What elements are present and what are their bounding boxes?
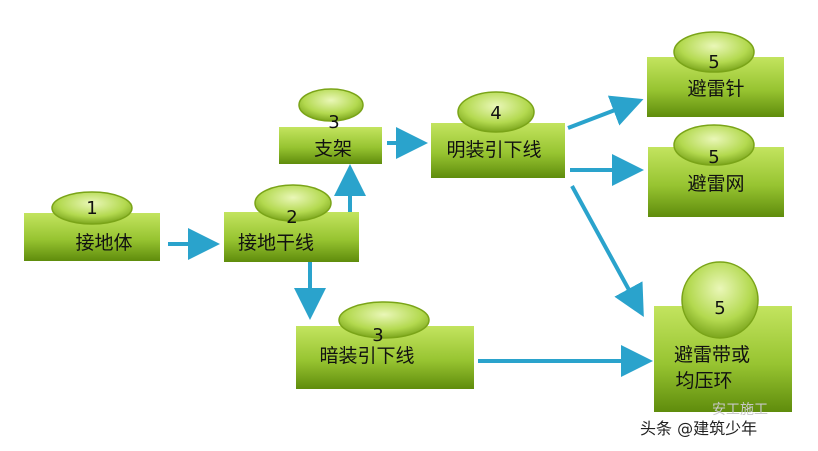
node-number: 1 xyxy=(86,198,97,219)
node-number: 3 xyxy=(328,112,339,133)
node-lightning-belt-or-ring: 5 避雷带或 均压环 xyxy=(654,261,792,412)
node-support-bracket: 3 支架 xyxy=(279,88,382,164)
watermark-text: 头条 @建筑少年 xyxy=(640,419,757,438)
node-label: 暗装引下线 xyxy=(319,345,414,367)
arrows xyxy=(168,95,653,377)
node-label: 支架 xyxy=(314,138,352,160)
node-label: 避雷网 xyxy=(687,173,744,195)
node-label: 避雷针 xyxy=(687,78,744,100)
node-label-line1: 避雷带或 xyxy=(674,344,750,366)
watermark: 安工施工 头条 @建筑少年 xyxy=(640,402,768,438)
node-number: 2 xyxy=(286,207,297,228)
node-number: 5 xyxy=(708,147,719,168)
node-number: 4 xyxy=(490,103,501,124)
node-label: 接地干线 xyxy=(238,232,314,254)
node-grounding-trunk: 2 接地干线 xyxy=(224,184,359,262)
node-concealed-down-conductor: 3 暗装引下线 xyxy=(296,301,474,389)
node-number: 5 xyxy=(714,298,725,319)
node-grounding-body: 1 接地体 xyxy=(24,191,160,261)
node-number: 3 xyxy=(372,325,383,346)
node-number: 5 xyxy=(708,52,719,73)
node-exposed-down-conductor: 4 明装引下线 xyxy=(431,91,565,178)
node-label: 明装引下线 xyxy=(446,139,541,161)
watermark-faint-text: 安工施工 xyxy=(712,402,768,418)
node-label: 接地体 xyxy=(75,232,132,254)
node-lightning-rod: 5 避雷针 xyxy=(647,31,784,117)
node-lightning-net: 5 避雷网 xyxy=(648,124,784,217)
arrow-4-to-belt xyxy=(570,185,644,318)
node-label-line2: 均压环 xyxy=(675,370,732,392)
arrow-4-to-rod xyxy=(567,95,644,130)
